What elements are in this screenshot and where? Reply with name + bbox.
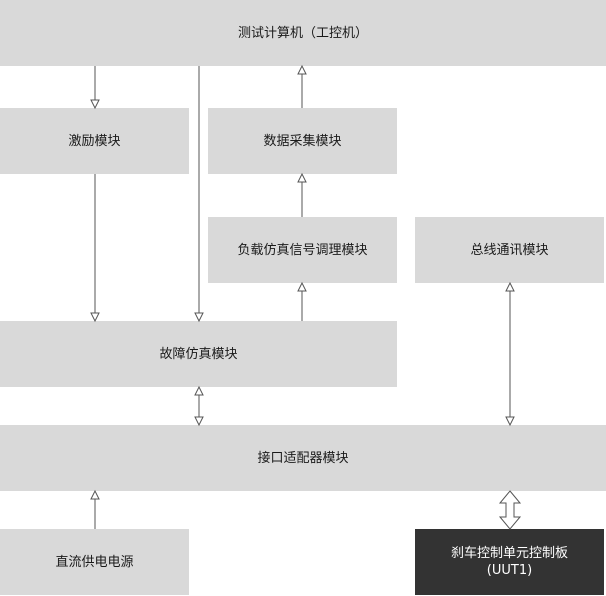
stimulus-module-label: 激励模块 <box>68 133 121 149</box>
load-simulation-module-box: 负载仿真信号调理模块 <box>208 217 397 283</box>
arrowhead-down-icon <box>505 416 515 427</box>
bus-comm-module-label: 总线通讯模块 <box>470 242 549 258</box>
arrowhead-down-icon <box>90 312 100 323</box>
fault-simulation-module-box: 故障仿真模块 <box>0 321 397 387</box>
arrowhead-down-icon <box>194 312 204 323</box>
test-computer-label: 测试计算机（工控机） <box>237 25 368 41</box>
stimulus-module-box: 激励模块 <box>0 108 189 174</box>
load-simulation-module-label: 负载仿真信号调理模块 <box>237 242 368 258</box>
arrowhead-up-icon <box>90 489 100 500</box>
interface-adapter-module-label: 接口适配器模块 <box>257 450 349 466</box>
arrowhead-down-icon <box>90 99 100 110</box>
arrowhead-up-icon <box>297 281 307 292</box>
double-arrow-icon <box>498 490 522 530</box>
bus-comm-module-box: 总线通讯模块 <box>415 217 604 283</box>
data-acquisition-module-label: 数据采集模块 <box>263 133 342 149</box>
arrowhead-up-icon <box>505 281 515 292</box>
arrowhead-down-icon <box>194 416 204 427</box>
brake-control-board-box: 刹车控制单元控制板 (UUT1) <box>415 529 604 595</box>
data-acquisition-module-box: 数据采集模块 <box>208 108 397 174</box>
dc-power-supply-box: 直流供电电源 <box>0 529 189 595</box>
test-computer-box: 测试计算机（工控机） <box>0 0 606 66</box>
arrowhead-up-icon <box>297 64 307 75</box>
brake-control-board-label: 刹车控制单元控制板 (UUT1) <box>450 546 568 578</box>
arrowhead-up-icon <box>194 385 204 396</box>
fault-simulation-module-label: 故障仿真模块 <box>159 346 238 362</box>
arrowhead-up-icon <box>297 172 307 183</box>
interface-adapter-module-box: 接口适配器模块 <box>0 425 606 491</box>
dc-power-supply-label: 直流供电电源 <box>55 554 134 570</box>
